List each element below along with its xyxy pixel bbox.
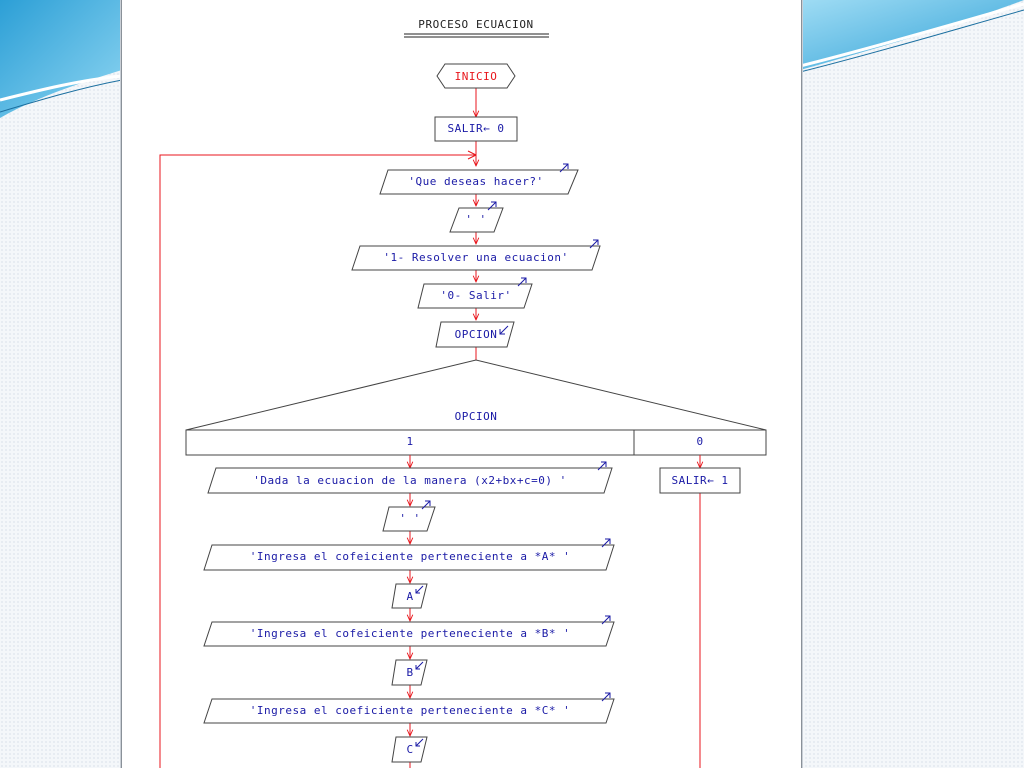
output-arrow-icon xyxy=(601,615,611,625)
assign-salir-0: SALIR← 0 xyxy=(434,116,518,142)
node-label: 'Dada la ecuacion de la manera (x2+bx+c=… xyxy=(253,474,566,487)
start-label: INICIO xyxy=(455,70,498,83)
node-label: ' ' xyxy=(399,512,420,525)
assign-salir-1: SALIR← 1 xyxy=(659,467,741,494)
decorative-wave-right xyxy=(800,0,1024,73)
loop-line xyxy=(159,154,476,768)
output-option-0: '0- Salir' xyxy=(417,277,533,309)
node-label: 'Que deseas hacer?' xyxy=(408,175,543,188)
output-dada-ecuacion: 'Dada la ecuacion de la manera (x2+bx+c=… xyxy=(207,461,613,494)
output-arrow-icon xyxy=(487,201,497,211)
node-label: OPCION xyxy=(455,328,498,341)
output-que-deseas: 'Que deseas hacer?' xyxy=(379,163,579,195)
node-label: SALIR← 0 xyxy=(448,122,505,135)
output-ingresa-c: 'Ingresa el coeficiente perteneciente a … xyxy=(203,692,615,724)
output-ingresa-a: 'Ingresa el cofeiciente perteneciente a … xyxy=(203,538,615,571)
output-ingresa-b: 'Ingresa el cofeiciente perteneciente a … xyxy=(203,615,615,647)
output-arrow-icon xyxy=(601,692,611,702)
node-label: ' ' xyxy=(465,213,486,226)
input-arrow-icon xyxy=(499,325,509,335)
case-label-1: 1 xyxy=(406,435,413,448)
output-arrow-icon xyxy=(601,538,611,548)
node-label: '0- Salir' xyxy=(440,289,511,302)
node-label: SALIR← 1 xyxy=(672,474,729,487)
decorative-wave-left xyxy=(0,0,122,118)
switch-opcion: OPCION 1 0 xyxy=(185,359,767,456)
output-arrow-icon xyxy=(559,163,569,173)
flowchart-diagram: PROCESO ECUACION INICIO SALIR← 0 'Que de… xyxy=(159,18,767,768)
output-blank-2: ' ' xyxy=(382,500,436,532)
diagram-title: PROCESO ECUACION xyxy=(418,18,534,31)
start-node: INICIO xyxy=(436,63,516,89)
node-label: C xyxy=(406,743,413,756)
output-arrow-icon xyxy=(421,500,431,510)
input-opcion: OPCION xyxy=(435,321,515,348)
output-arrow-icon xyxy=(517,277,527,287)
case-label-0: 0 xyxy=(696,435,703,448)
input-arrow-icon xyxy=(415,661,424,670)
node-label: 'Ingresa el cofeiciente perteneciente a … xyxy=(250,550,571,563)
input-a: A xyxy=(391,583,428,609)
flowchart-canvas: PROCESO ECUACION INICIO SALIR← 0 'Que de… xyxy=(121,0,802,768)
node-label: '1- Resolver una ecuacion' xyxy=(383,251,568,264)
node-label: 'Ingresa el coeficiente perteneciente a … xyxy=(250,704,571,717)
switch-variable: OPCION xyxy=(455,410,498,423)
output-arrow-icon xyxy=(589,239,599,249)
output-arrow-icon xyxy=(597,461,607,471)
input-b: B xyxy=(391,659,428,686)
node-label: 'Ingresa el cofeiciente perteneciente a … xyxy=(250,627,571,640)
input-arrow-icon xyxy=(415,585,424,594)
output-option-1: '1- Resolver una ecuacion' xyxy=(351,239,601,271)
input-c: C xyxy=(391,736,428,763)
node-label: B xyxy=(406,666,413,679)
output-blank-1: ' ' xyxy=(449,201,504,233)
input-arrow-icon xyxy=(415,738,424,747)
node-label: A xyxy=(406,590,413,603)
